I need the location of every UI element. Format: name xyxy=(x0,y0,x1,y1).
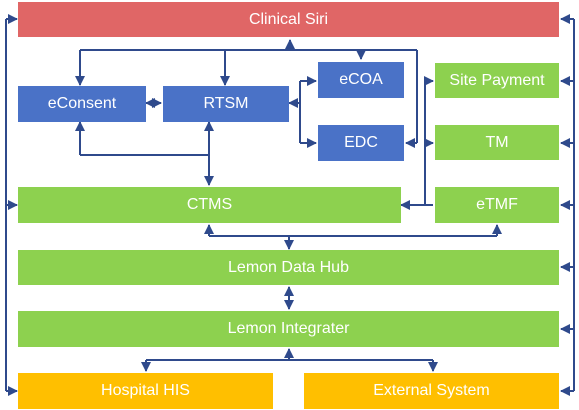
ecoa-box: eCOA xyxy=(318,62,404,98)
site-payment-box: Site Payment xyxy=(435,63,559,98)
rtsm-box: RTSM xyxy=(163,86,289,122)
lemon-integrater-box: Lemon Integrater xyxy=(18,311,559,347)
etmf-box: eTMF xyxy=(435,187,559,223)
edc-box: EDC xyxy=(318,125,404,161)
ctms-box: CTMS xyxy=(18,187,401,223)
external-system-box: External System xyxy=(304,373,559,409)
clinical-siri-box: Clinical Siri xyxy=(18,2,559,37)
lemon-data-hub-box: Lemon Data Hub xyxy=(18,250,559,285)
hospital-his-box: Hospital HIS xyxy=(18,373,273,409)
econsent-box: eConsent xyxy=(18,86,146,122)
tm-box: TM xyxy=(435,125,559,160)
